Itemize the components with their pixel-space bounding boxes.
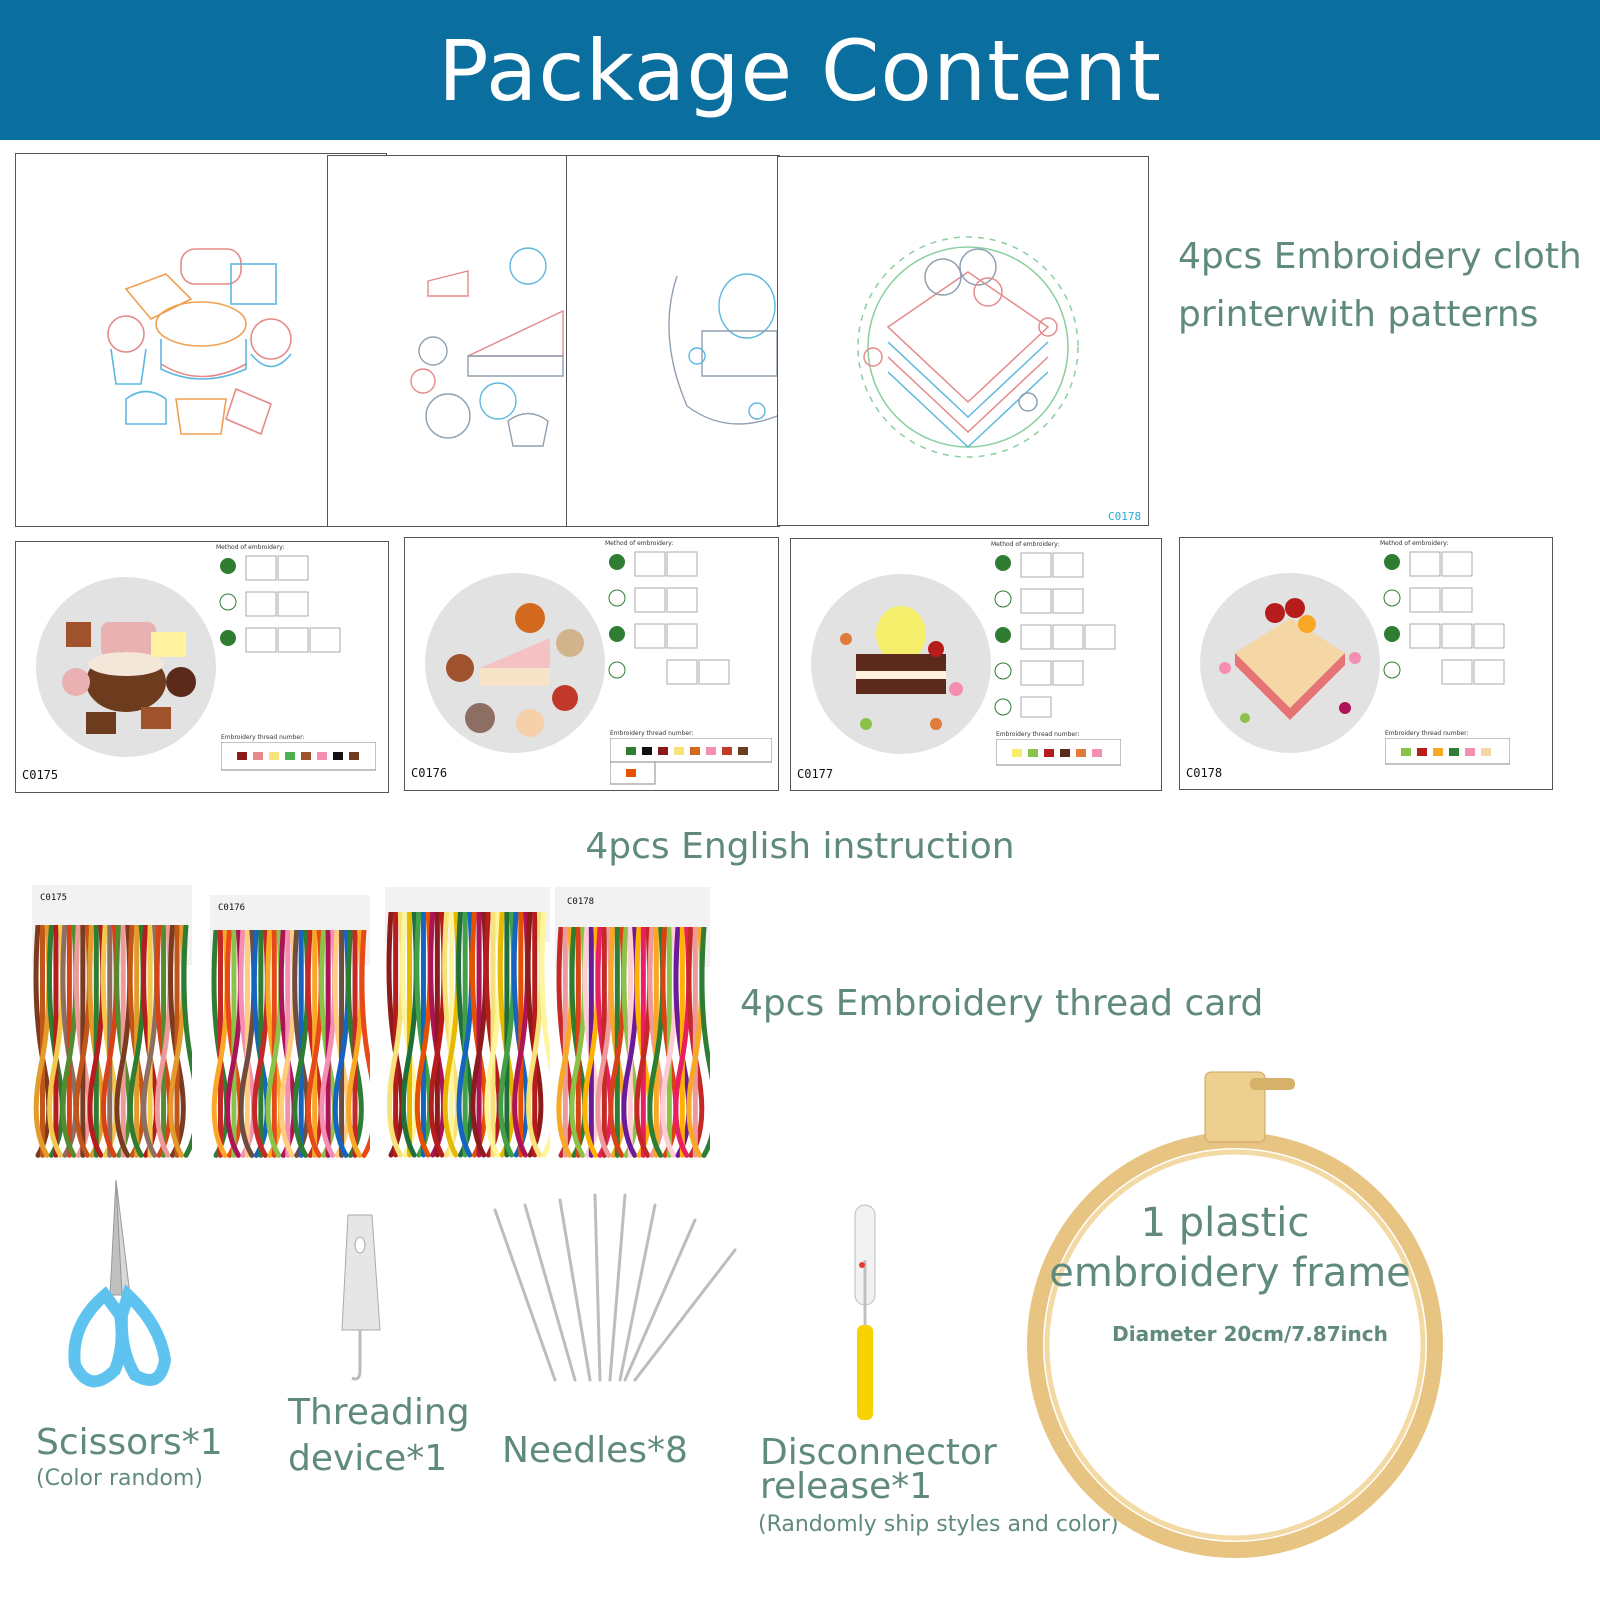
instruction-code: C0175 <box>22 768 59 782</box>
instruction-illustration <box>811 574 991 754</box>
thread-number-table <box>221 742 376 771</box>
thread-number-title: Embroidery thread number: <box>996 731 1080 738</box>
thread-number-table <box>996 739 1121 766</box>
ripper-label-line1: Disconnector <box>760 1432 997 1473</box>
instruction-sheet-4: Method of embroidery: Embroidery thread … <box>1179 537 1553 790</box>
thread-card-1: C0175 <box>32 885 192 1160</box>
thread-cards-group: C0175 C0176 C0178 <box>20 885 720 1170</box>
method-title: Method of embroidery: <box>216 544 285 551</box>
thread-strand <box>359 930 370 1158</box>
thread-number-table <box>1385 738 1510 765</box>
thread-card-2: C0176 <box>210 895 370 1160</box>
instruction-code: C0177 <box>797 767 834 781</box>
thread-card-code: C0176 <box>218 903 246 913</box>
cloth-pattern-desserts <box>107 248 292 436</box>
embroidery-hoop-icon <box>1027 1071 1443 1558</box>
cloth-label-line1: 4pcs Embroidery cloth <box>1178 236 1582 277</box>
method-title: Method of embroidery: <box>1380 540 1449 547</box>
hoop-label-line2: embroidery frame <box>1049 1250 1411 1296</box>
instruction-label: 4pcs English instruction <box>585 826 1015 867</box>
instruction-code: C0176 <box>411 766 448 780</box>
thread-bundle <box>386 912 550 1158</box>
needles-icon <box>493 1193 737 1382</box>
thread-card-label: 4pcs Embroidery thread card <box>740 983 1264 1024</box>
cloth-sheet-2 <box>327 155 569 527</box>
stitch-diagrams <box>1383 551 1505 685</box>
instruction-illustration <box>1200 573 1380 753</box>
seam-ripper-icon <box>854 1204 876 1420</box>
cloth-pattern-heart-cake <box>857 236 1079 458</box>
cloth-sheet-3 <box>566 155 780 527</box>
hoop-label-line1: 1 plastic <box>1140 1200 1310 1246</box>
thread-strand <box>699 927 710 1158</box>
scissors-icon <box>68 1179 172 1388</box>
thread-card-4: C0178 <box>555 887 710 1160</box>
thread-number-title: Embroidery thread number: <box>1385 730 1469 737</box>
instruction-illustration <box>36 577 216 757</box>
cloth-label-line2: printerwith patterns <box>1178 294 1539 335</box>
header-banner <box>0 0 1600 140</box>
thread-bundle <box>211 930 370 1158</box>
stitch-diagrams <box>608 551 730 685</box>
threader-label-line1: Threading <box>288 1392 470 1433</box>
thread-number-table <box>610 738 772 785</box>
instruction-sheet-3: Method of embroidery: Embroidery thread … <box>790 538 1162 791</box>
instruction-sheet-1: Method of embroidery: Embroidery thread … <box>15 541 389 793</box>
cloth-sheet-1 <box>15 153 387 527</box>
thread-number-title: Embroidery thread number: <box>221 734 305 741</box>
thread-card-3 <box>385 887 550 1160</box>
cloth-pattern-pear <box>668 273 778 425</box>
stitch-diagrams <box>219 555 341 653</box>
threader-icon <box>341 1214 381 1381</box>
ripper-label-line2: release*1 <box>760 1466 933 1507</box>
thread-bundle <box>556 927 710 1158</box>
thread-number-title: Embroidery thread number: <box>610 730 694 737</box>
thread-card-code: C0178 <box>567 897 595 907</box>
cloth-code: C0178 <box>1108 510 1142 523</box>
instruction-code: C0178 <box>1186 766 1223 780</box>
ripper-note: (Randomly ship styles and color) <box>758 1512 1119 1537</box>
cloth-sheet-4: C0178 <box>777 156 1149 526</box>
thread-strand <box>539 912 550 1158</box>
thread-strand <box>181 925 192 1158</box>
thread-card-code: C0175 <box>40 893 68 903</box>
thread-bundle <box>33 925 192 1158</box>
stitch-diagrams <box>994 552 1116 718</box>
method-title: Method of embroidery: <box>991 541 1060 548</box>
cloth-pattern-cakes <box>410 247 564 447</box>
method-title: Method of embroidery: <box>605 540 674 547</box>
instruction-illustration <box>425 573 605 753</box>
threader-label-line2: device*1 <box>288 1438 448 1479</box>
hoop-note: Diameter 20cm/7.87inch <box>1112 1322 1388 1346</box>
scissors-note: (Color random) <box>36 1466 203 1491</box>
needles-label: Needles*8 <box>502 1430 688 1471</box>
page-title: Package Content <box>438 22 1162 120</box>
scissors-label: Scissors*1 <box>36 1422 223 1463</box>
instruction-sheet-2: Method of embroidery: Embroidery thread … <box>404 537 779 791</box>
